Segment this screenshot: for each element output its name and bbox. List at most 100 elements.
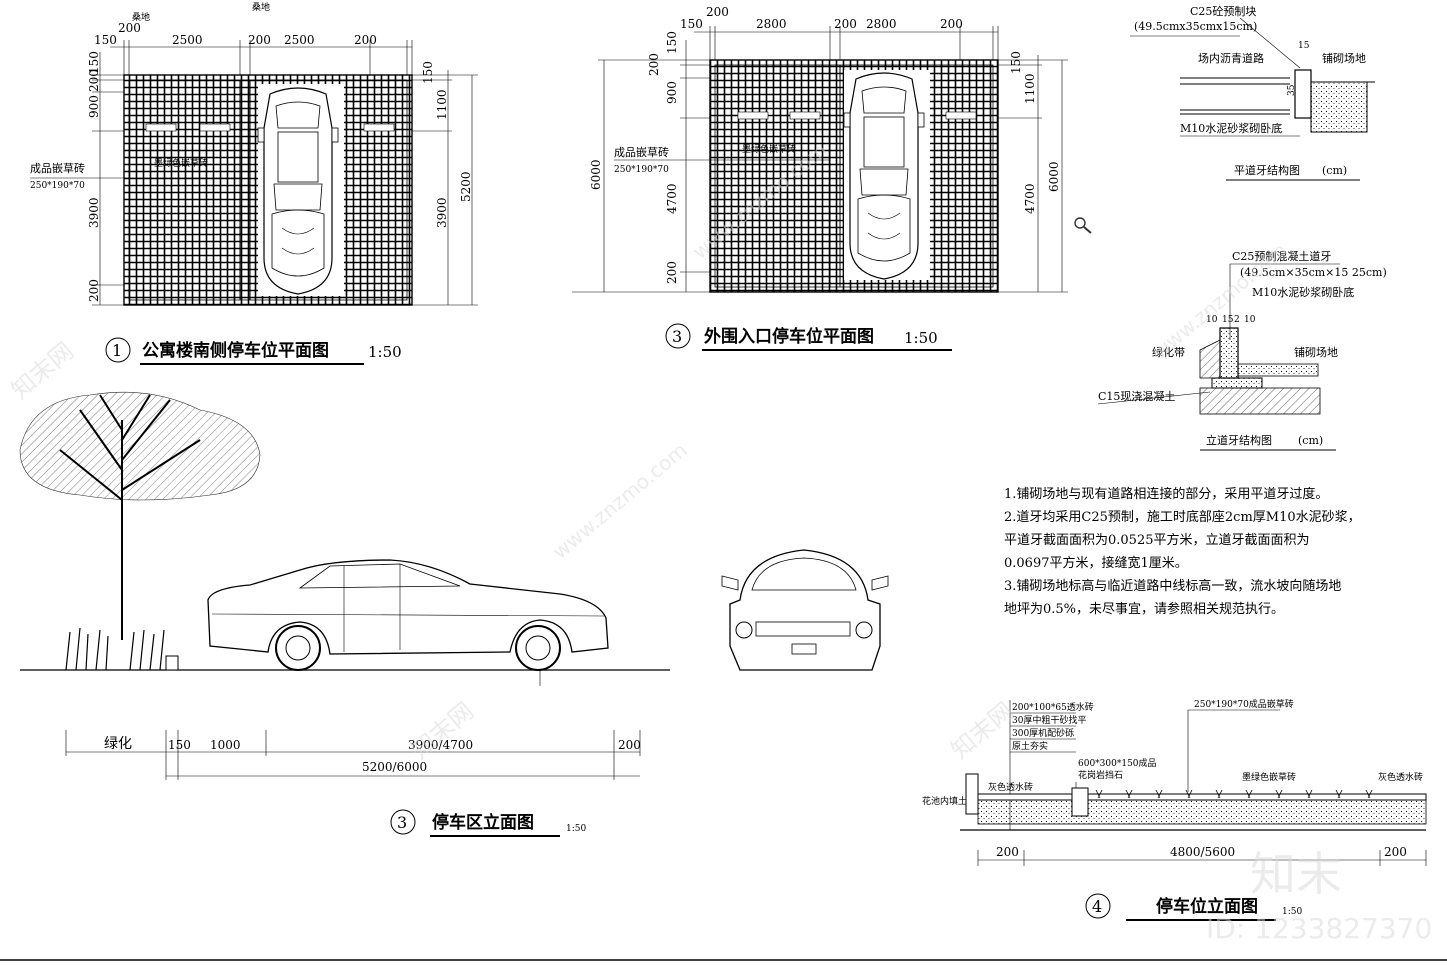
svg-text:M10水泥砂浆砌卧底: M10水泥砂浆砌卧底 xyxy=(1180,121,1282,135)
svg-text:150: 150 xyxy=(87,51,101,74)
svg-text:15: 15 xyxy=(1298,41,1310,51)
svg-text:150: 150 xyxy=(168,738,191,752)
svg-text:平道牙截面面积为0.0525平方米，立道牙截面面积为: 平道牙截面面积为0.0525平方米，立道牙截面面积为 xyxy=(1004,532,1310,548)
plan3-title: 外围入口停车位平面图 xyxy=(704,326,874,347)
flat-curb-title: 平道牙结构图 xyxy=(1234,163,1300,177)
svg-text:200: 200 xyxy=(834,17,857,31)
svg-text:200: 200 xyxy=(87,69,101,92)
svg-text:3900/4700: 3900/4700 xyxy=(408,738,473,752)
plan1-title: 公寓楼南侧停车位平面图 xyxy=(142,340,329,361)
svg-text:150: 150 xyxy=(94,33,117,47)
svg-text:1:50: 1:50 xyxy=(1282,907,1302,917)
svg-text:铺砌场地: 铺砌场地 xyxy=(1294,345,1338,359)
svg-text:铺砌场地: 铺砌场地 xyxy=(1322,51,1366,65)
svg-text:www.znzmo.com: www.znzmo.com xyxy=(548,438,692,564)
svg-text:3900: 3900 xyxy=(435,197,449,228)
svg-text:1: 1 xyxy=(112,341,122,360)
svg-text:10: 10 xyxy=(1206,315,1218,325)
svg-text:900: 900 xyxy=(87,95,101,118)
svg-text:2.道牙均采用C25预制，施工时底部座2cm厚M10水泥砂浆: 2.道牙均采用C25预制，施工时底部座2cm厚M10水泥砂浆， xyxy=(1004,509,1361,525)
car-front-view xyxy=(721,549,889,671)
elevation-4: 200*100*65透水砖 30厚中粗干砂找平 300厚机配砂砾 原土夯实 60… xyxy=(922,698,1427,921)
magnifier-icon[interactable] xyxy=(1074,217,1092,234)
upright-curb-title: 立道牙结构图 xyxy=(1206,433,1272,447)
car-side-view xyxy=(207,559,609,671)
svg-text:4700: 4700 xyxy=(1023,183,1037,214)
svg-text:5200/6000: 5200/6000 xyxy=(362,760,427,774)
svg-text:1100: 1100 xyxy=(435,89,449,120)
svg-text:M10水泥砂浆砌卧底: M10水泥砂浆砌卧底 xyxy=(1252,285,1354,299)
svg-text:C25预制混凝土道牙: C25预制混凝土道牙 xyxy=(1232,249,1331,263)
upright-curb-detail: C25预制混凝土道牙 (49.5cm×35cm×15 25cm) M10水泥砂浆… xyxy=(1097,249,1387,451)
elev4-title: 停车位立面图 xyxy=(1156,896,1258,917)
svg-text:30厚中粗干砂找平: 30厚中粗干砂找平 xyxy=(1012,714,1086,726)
plan-3: 150 200 2800 200 2800 200 150 200 900 47… xyxy=(572,5,1068,351)
svg-text:200: 200 xyxy=(354,33,377,47)
svg-text:2800: 2800 xyxy=(756,17,787,31)
svg-text:绿化: 绿化 xyxy=(104,736,132,752)
svg-text:灰色透水砖: 灰色透水砖 xyxy=(1378,771,1423,783)
plan1-top-label: 桑地 xyxy=(132,11,150,23)
svg-text:6000: 6000 xyxy=(589,159,603,190)
svg-text:3: 3 xyxy=(397,813,407,832)
svg-text:原土夯实: 原土夯实 xyxy=(1012,740,1048,752)
svg-text:2500: 2500 xyxy=(172,33,203,47)
svg-text:绿化带: 绿化带 xyxy=(1152,345,1185,359)
svg-text:2: 2 xyxy=(1234,315,1240,325)
svg-text:(49.5cm×35cm×15 25cm): (49.5cm×35cm×15 25cm) xyxy=(1240,266,1387,279)
car-top-view-3 xyxy=(843,72,925,280)
svg-text:1.铺砌场地与现有道路相连接的部分，采用平道牙过度。: 1.铺砌场地与现有道路相连接的部分，采用平道牙过度。 xyxy=(1004,486,1328,502)
svg-text:知末网: 知末网 xyxy=(406,697,479,765)
svg-text:(cm): (cm) xyxy=(1298,434,1323,447)
plan1-material-label: 成品嵌草砖 xyxy=(30,161,85,175)
svg-text:墨绿色嵌草砖: 墨绿色嵌草砖 xyxy=(154,157,208,169)
svg-text:200*100*65透水砖: 200*100*65透水砖 xyxy=(1012,701,1094,713)
svg-text:5200: 5200 xyxy=(459,171,473,202)
flat-curb-detail: C25砼预制块 (49.5cmx35cmx15cm) 场内沥青道路 铺砌场地 1… xyxy=(1130,5,1375,181)
svg-text:200: 200 xyxy=(940,17,963,31)
svg-text:3.铺砌场地标高与临近道路中线标高一致，流水坡向随场地: 3.铺砌场地标高与临近道路中线标高一致，流水坡向随场地 xyxy=(1004,578,1341,594)
svg-text:知末网: 知末网 xyxy=(946,697,1019,765)
svg-text:200: 200 xyxy=(618,738,641,752)
svg-text:200: 200 xyxy=(87,279,101,302)
tree-elevation xyxy=(19,391,261,671)
svg-text:6000: 6000 xyxy=(1047,161,1061,192)
svg-text:600*300*150成品: 600*300*150成品 xyxy=(1078,757,1157,769)
elev3-title: 停车区立面图 xyxy=(432,812,534,833)
svg-text:1:50: 1:50 xyxy=(566,824,586,834)
svg-text:(49.5cmx35cmx15cm): (49.5cmx35cmx15cm) xyxy=(1134,20,1257,33)
svg-text:0.0697平方米，接缝宽1厘米。: 0.0697平方米，接缝宽1厘米。 xyxy=(1004,555,1188,571)
svg-text:1000: 1000 xyxy=(210,738,241,752)
svg-text:150: 150 xyxy=(680,17,703,31)
elevation-3: 绿化 150 1000 3900/4700 200 5200/6000 3 停车… xyxy=(19,391,889,837)
svg-text:场内沥青道路: 场内沥青道路 xyxy=(1198,51,1264,65)
svg-text:900: 900 xyxy=(665,81,679,104)
brand-watermark: 知末 xyxy=(1250,847,1342,901)
svg-text:300厚机配砂砾: 300厚机配砂砾 xyxy=(1012,727,1074,739)
svg-text:35: 35 xyxy=(1287,84,1297,96)
svg-text:3: 3 xyxy=(672,327,682,346)
car-top-view-1 xyxy=(257,87,339,295)
svg-text:200: 200 xyxy=(248,33,271,47)
svg-text:C25砼预制块: C25砼预制块 xyxy=(1190,5,1256,18)
svg-text:(cm): (cm) xyxy=(1322,164,1347,177)
svg-text:花池内填土: 花池内填土 xyxy=(922,795,967,807)
svg-text:200: 200 xyxy=(118,21,141,35)
svg-text:墨绿色嵌草砖: 墨绿色嵌草砖 xyxy=(1242,771,1296,783)
svg-text:1:50: 1:50 xyxy=(368,343,402,361)
svg-text:1:50: 1:50 xyxy=(904,329,938,347)
svg-text:3900: 3900 xyxy=(87,197,101,228)
svg-text:10: 10 xyxy=(1244,315,1256,325)
svg-text:200: 200 xyxy=(706,5,729,19)
svg-text:200: 200 xyxy=(996,845,1019,859)
svg-text:150: 150 xyxy=(421,61,435,84)
svg-text:200: 200 xyxy=(665,261,679,284)
plan3-material-label: 成品嵌草砖 xyxy=(614,145,669,159)
svg-text:150: 150 xyxy=(665,31,679,54)
svg-text:花岗岩挡石: 花岗岩挡石 xyxy=(1078,769,1123,781)
svg-text:地坪为0.5%，未尽事宜，请参照相关规范执行。: 地坪为0.5%，未尽事宜，请参照相关规范执行。 xyxy=(1004,601,1284,617)
svg-text:200: 200 xyxy=(647,53,661,76)
design-notes: 1.铺砌场地与现有道路相连接的部分，采用平道牙过度。 2.道牙均采用C25预制，… xyxy=(1004,486,1361,617)
svg-text:1100: 1100 xyxy=(1023,73,1037,104)
